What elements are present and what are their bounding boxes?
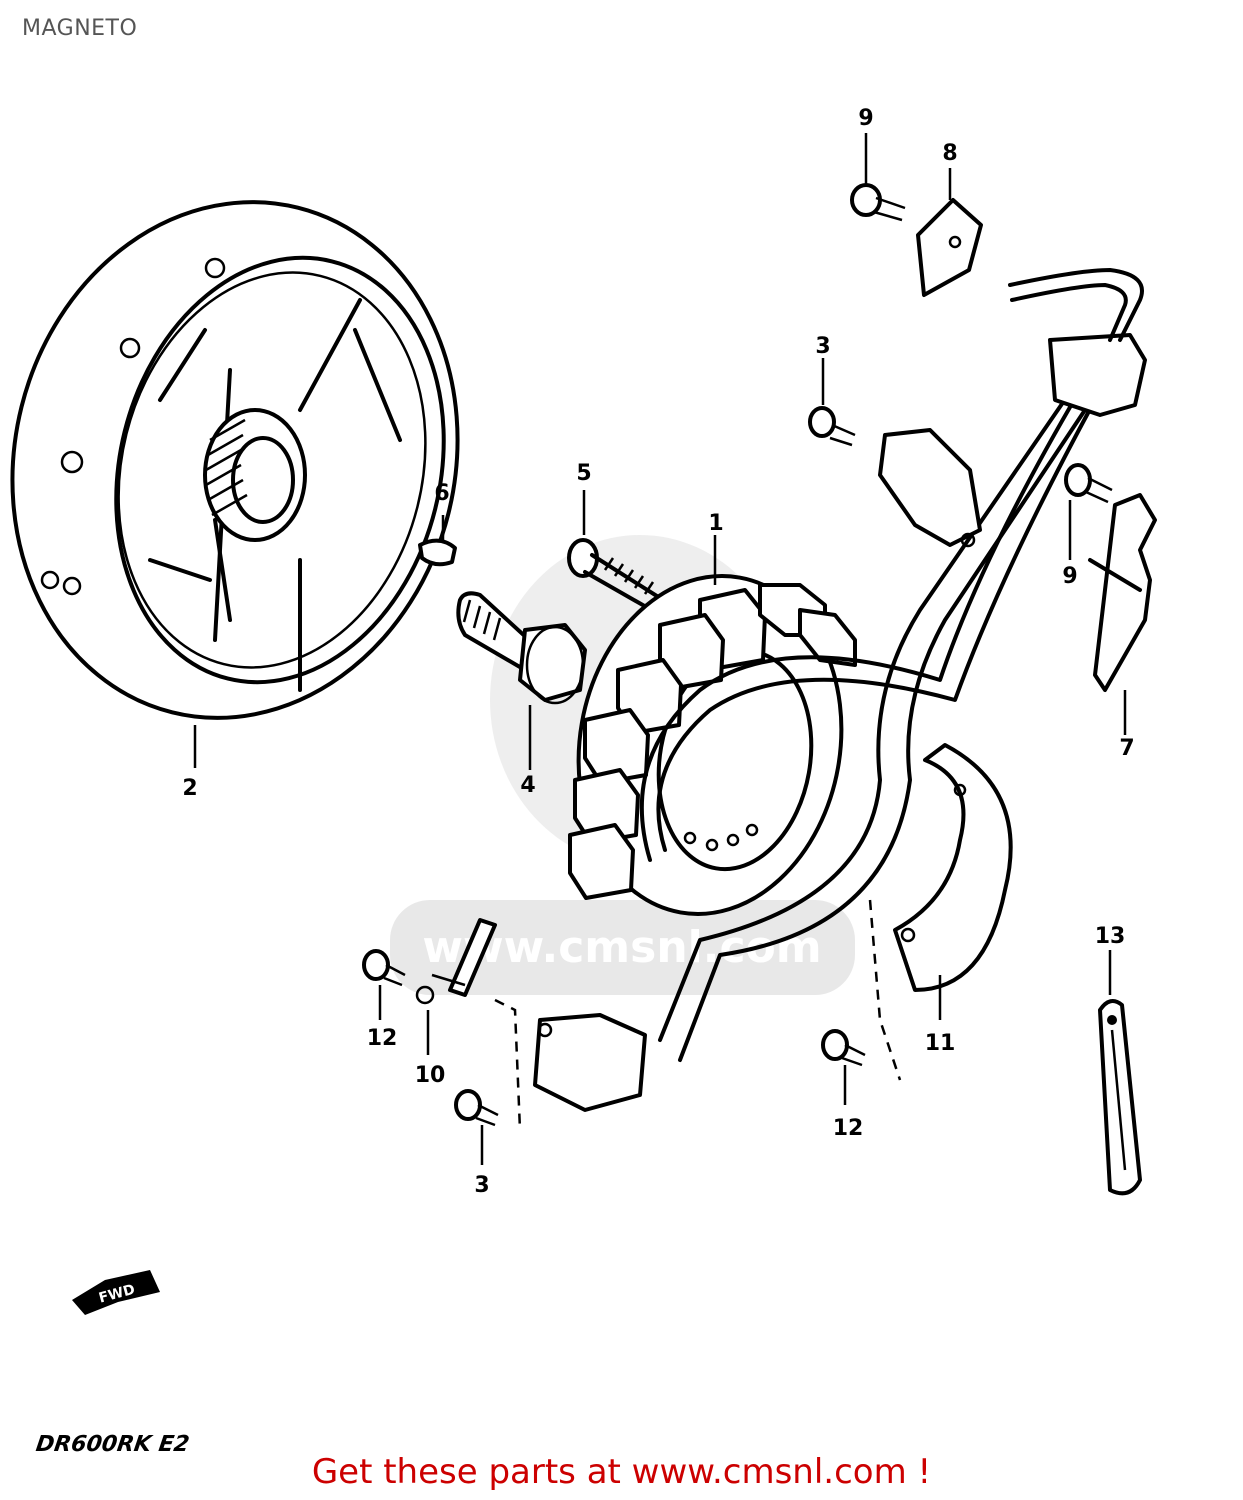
callout-12-left: 12 <box>367 1026 398 1051</box>
callout-3-upper: 3 <box>815 334 830 359</box>
callout-11: 11 <box>925 1031 956 1056</box>
page-title: MAGNETO <box>22 16 138 41</box>
upper-screw-clamp <box>808 358 982 548</box>
right-screw <box>821 1029 866 1105</box>
callout-1: 1 <box>708 511 723 536</box>
wire-harness <box>533 268 1147 1112</box>
stator-cover <box>868 743 1013 1081</box>
fwd-arrow-icon: FWD <box>72 1270 160 1315</box>
callout-8: 8 <box>942 141 957 166</box>
callout-6: 6 <box>434 481 449 506</box>
footer-link[interactable]: Get these parts at www.cmsnl.com ! <box>311 1452 932 1492</box>
callout-13: 13 <box>1095 924 1126 949</box>
callout-2: 2 <box>182 776 197 801</box>
callout-7: 7 <box>1119 736 1134 761</box>
flywheel-rotor <box>10 200 460 768</box>
rotor-bolt <box>456 591 587 770</box>
lower-screw-bracket <box>1064 463 1157 735</box>
callout-12-right: 12 <box>833 1116 864 1141</box>
callout-10: 10 <box>415 1063 446 1088</box>
callouts: 1 2 3 3 4 5 6 7 8 9 9 10 11 12 12 13 <box>182 106 1134 1198</box>
callout-5: 5 <box>576 461 591 486</box>
callout-4: 4 <box>520 773 535 798</box>
upper-screw <box>850 133 906 222</box>
callout-3-lower: 3 <box>474 1173 489 1198</box>
callout-9-upper: 9 <box>858 106 873 131</box>
harness-clip <box>916 168 983 297</box>
lower-left-hardware <box>362 918 522 1165</box>
callout-9-lower: 9 <box>1062 564 1077 589</box>
cable-tie <box>1098 950 1142 1196</box>
woodruff-key <box>418 515 457 567</box>
